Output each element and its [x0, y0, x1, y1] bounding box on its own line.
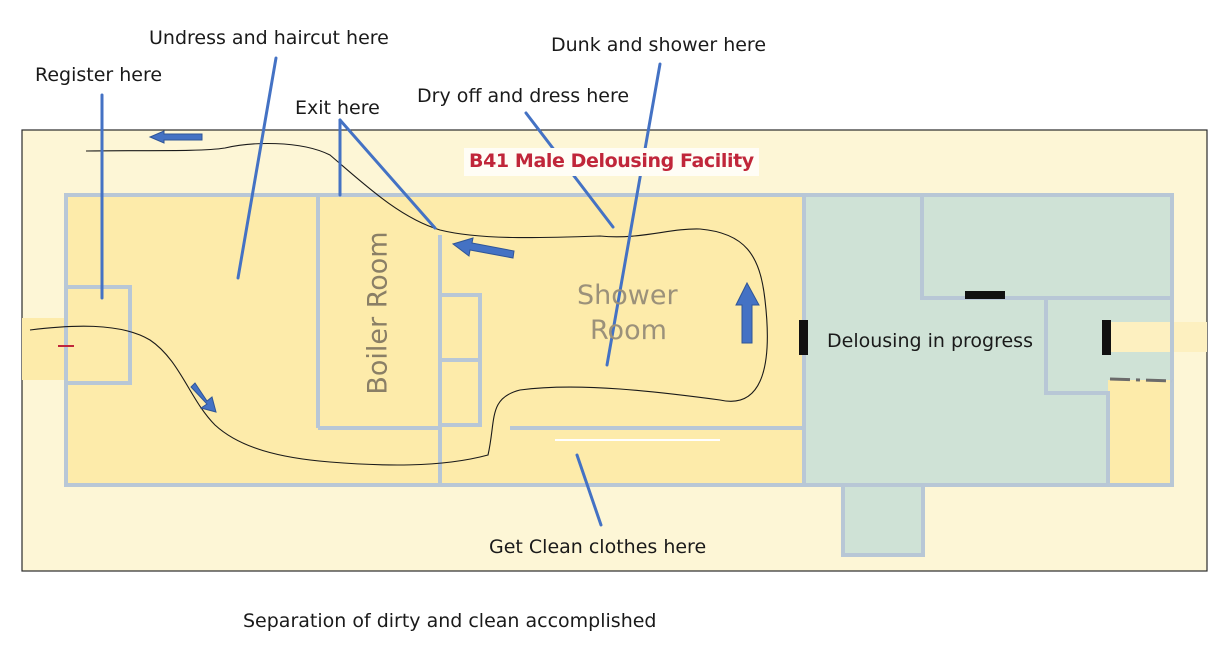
leader-undress	[236, 56, 278, 280]
leader-dunk	[605, 62, 662, 367]
annotation-summary: Separation of dirty and clean accomplish…	[243, 610, 657, 632]
shower-room-label-line2: Room	[590, 315, 667, 346]
facility-title-text: B41 Male Delousing Facility	[469, 150, 754, 172]
shower-room-label-line1: Shower	[577, 280, 678, 311]
annotation-register: Register here	[35, 64, 163, 86]
door-bar-top	[965, 291, 1005, 299]
flow-path	[29, 142, 768, 466]
annotation-dunk: Dunk and shower here	[551, 34, 767, 56]
door-bar-right	[1102, 320, 1111, 355]
right-door-mark	[1109, 377, 1173, 383]
annotation-undress: Undress and haircut here	[149, 27, 389, 49]
leader-exit-b	[338, 118, 437, 230]
annotation-clean-clothes: Get Clean clothes here	[489, 536, 707, 558]
boiler-room-label: Boiler Room	[362, 231, 394, 395]
arrow-to-exit	[451, 237, 515, 259]
leader-clean-clothes	[575, 453, 603, 527]
door-bar-left	[799, 320, 808, 355]
annotation-dry-off: Dry off and dress here	[417, 85, 630, 107]
facility-title: B41 Male Delousing Facility	[464, 148, 759, 176]
flow-arrows	[148, 130, 760, 413]
bottom-annex	[843, 485, 923, 555]
arrow-down-right	[190, 382, 217, 413]
right-corridor	[1108, 322, 1207, 352]
right-annex	[1108, 380, 1172, 485]
annotation-delousing: Delousing in progress	[827, 330, 1033, 352]
annotation-exit: Exit here	[295, 97, 380, 119]
building-yellow-area	[66, 195, 804, 485]
walls	[64, 193, 1174, 557]
arrow-up	[735, 281, 760, 344]
arrow-left-top	[148, 130, 203, 144]
